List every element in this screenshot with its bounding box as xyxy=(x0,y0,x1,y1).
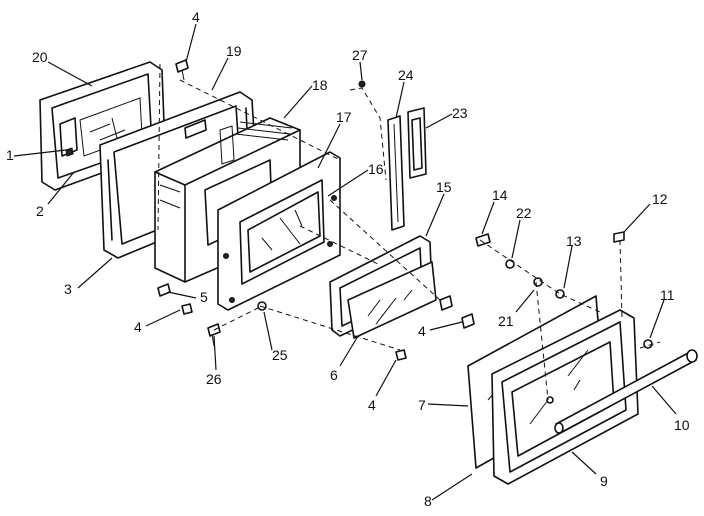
callout-14: 14 xyxy=(492,187,508,203)
assembly-guides xyxy=(157,63,661,401)
part-6-glass-pane xyxy=(347,261,437,339)
callout-20: 20 xyxy=(32,49,48,65)
callout-6: 6 xyxy=(330,367,338,383)
callout-10: 10 xyxy=(674,417,690,433)
callout-4-top: 4 xyxy=(192,9,200,25)
hardware xyxy=(157,59,653,404)
callout-4-left: 4 xyxy=(134,319,142,335)
callout-4-right: 4 xyxy=(418,323,426,339)
callout-8: 8 xyxy=(424,493,432,509)
callout-27: 27 xyxy=(352,47,368,63)
callout-19: 19 xyxy=(226,43,242,59)
callout-2: 2 xyxy=(36,203,44,219)
callout-12: 12 xyxy=(652,191,668,207)
callout-5: 5 xyxy=(200,289,208,305)
part-10-handle xyxy=(554,349,698,434)
callout-23: 23 xyxy=(452,105,468,121)
part-23-side-bracket xyxy=(407,107,427,179)
callout-17: 17 xyxy=(336,109,352,125)
callout-13: 13 xyxy=(566,233,582,249)
callout-26: 26 xyxy=(206,371,222,387)
callout-11: 11 xyxy=(660,287,675,303)
callout-1: 1 xyxy=(6,147,14,163)
callout-7: 7 xyxy=(418,397,426,413)
callout-24: 24 xyxy=(398,67,414,83)
part-27-screw xyxy=(358,80,366,88)
callout-9: 9 xyxy=(600,473,608,489)
callout-3: 3 xyxy=(64,281,72,297)
callout-16: 16 xyxy=(368,161,384,177)
callout-22: 22 xyxy=(516,205,532,221)
callout-labels: 20 1 2 3 4 19 18 27 24 23 17 16 15 14 22… xyxy=(6,9,690,509)
callout-18: 18 xyxy=(312,77,328,93)
callout-25: 25 xyxy=(272,347,288,363)
callout-21: 21 xyxy=(498,313,514,329)
part-24-side-trim xyxy=(387,115,405,231)
callout-4-centre: 4 xyxy=(368,397,376,413)
leader-lines xyxy=(13,23,677,501)
callout-15: 15 xyxy=(436,179,452,195)
part-17-inner-window-panel xyxy=(217,151,341,311)
